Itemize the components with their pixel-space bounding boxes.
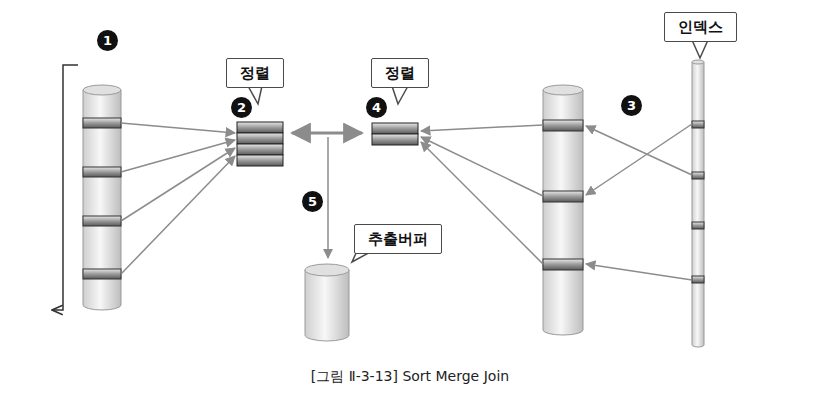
art-line bbox=[121, 123, 235, 133]
callout-box: 추출버퍼 bbox=[354, 224, 442, 254]
callout-text: 정렬 bbox=[385, 64, 415, 82]
art-path bbox=[543, 90, 583, 335]
art-rect bbox=[692, 276, 704, 283]
art-rect bbox=[237, 122, 283, 133]
art-ellipse bbox=[83, 85, 121, 95]
sort-area bbox=[237, 122, 283, 166]
read-arrows bbox=[121, 123, 235, 274]
art-rect bbox=[83, 118, 121, 128]
art-line bbox=[586, 126, 692, 175]
art-rect bbox=[692, 121, 704, 128]
art-rect bbox=[237, 144, 283, 155]
art-line bbox=[421, 125, 543, 131]
art-rect bbox=[692, 222, 704, 229]
art-line bbox=[586, 124, 692, 195]
art-ellipse bbox=[692, 60, 704, 64]
art-line bbox=[586, 264, 692, 280]
callout-text: 추출버퍼 bbox=[368, 230, 428, 248]
callout-text: 인덱스 bbox=[678, 18, 723, 36]
figure-caption: [그림 Ⅱ-3-13] Sort Merge Join bbox=[0, 368, 820, 386]
table-cylinder bbox=[83, 85, 121, 310]
art-path bbox=[83, 90, 121, 310]
art-rect bbox=[237, 155, 283, 166]
callout-number: 5 bbox=[302, 191, 323, 212]
callout-box: 정렬 bbox=[226, 58, 284, 88]
buffer-cylinder bbox=[305, 264, 349, 341]
art-ellipse bbox=[305, 264, 349, 276]
callout-number: 1 bbox=[97, 30, 118, 51]
art-rect bbox=[83, 167, 121, 177]
callout-number: 3 bbox=[621, 95, 642, 116]
table-cylinder bbox=[543, 85, 583, 335]
art-path bbox=[305, 270, 349, 341]
callout-tail bbox=[248, 40, 708, 262]
art-rect bbox=[543, 259, 583, 270]
art-rect bbox=[543, 120, 583, 131]
callout-number: 2 bbox=[231, 97, 252, 118]
art-rect bbox=[372, 134, 418, 145]
callout-box: 정렬 bbox=[371, 58, 429, 88]
art-path bbox=[692, 40, 708, 58]
index-cylinder bbox=[692, 60, 704, 347]
callout-text: 정렬 bbox=[240, 64, 270, 82]
art-line bbox=[121, 148, 235, 221]
art-line bbox=[121, 140, 235, 172]
art-path bbox=[692, 62, 704, 347]
callout-box: 인덱스 bbox=[664, 12, 737, 42]
art-rect bbox=[692, 172, 704, 179]
scan-bracket bbox=[52, 65, 78, 310]
art-rect bbox=[83, 269, 121, 279]
index-arrows bbox=[586, 124, 692, 280]
art-rect bbox=[237, 133, 283, 144]
art-line bbox=[121, 156, 235, 274]
art-rect bbox=[83, 216, 121, 226]
art-ellipse bbox=[543, 85, 583, 95]
art-rect bbox=[372, 123, 418, 134]
art-rect bbox=[543, 191, 583, 202]
callout-number: 4 bbox=[366, 97, 387, 118]
output-arrow bbox=[327, 137, 329, 258]
art-path bbox=[392, 86, 408, 104]
sort-area bbox=[372, 123, 418, 145]
merge-arrow bbox=[292, 132, 362, 135]
art-line bbox=[421, 137, 543, 196]
